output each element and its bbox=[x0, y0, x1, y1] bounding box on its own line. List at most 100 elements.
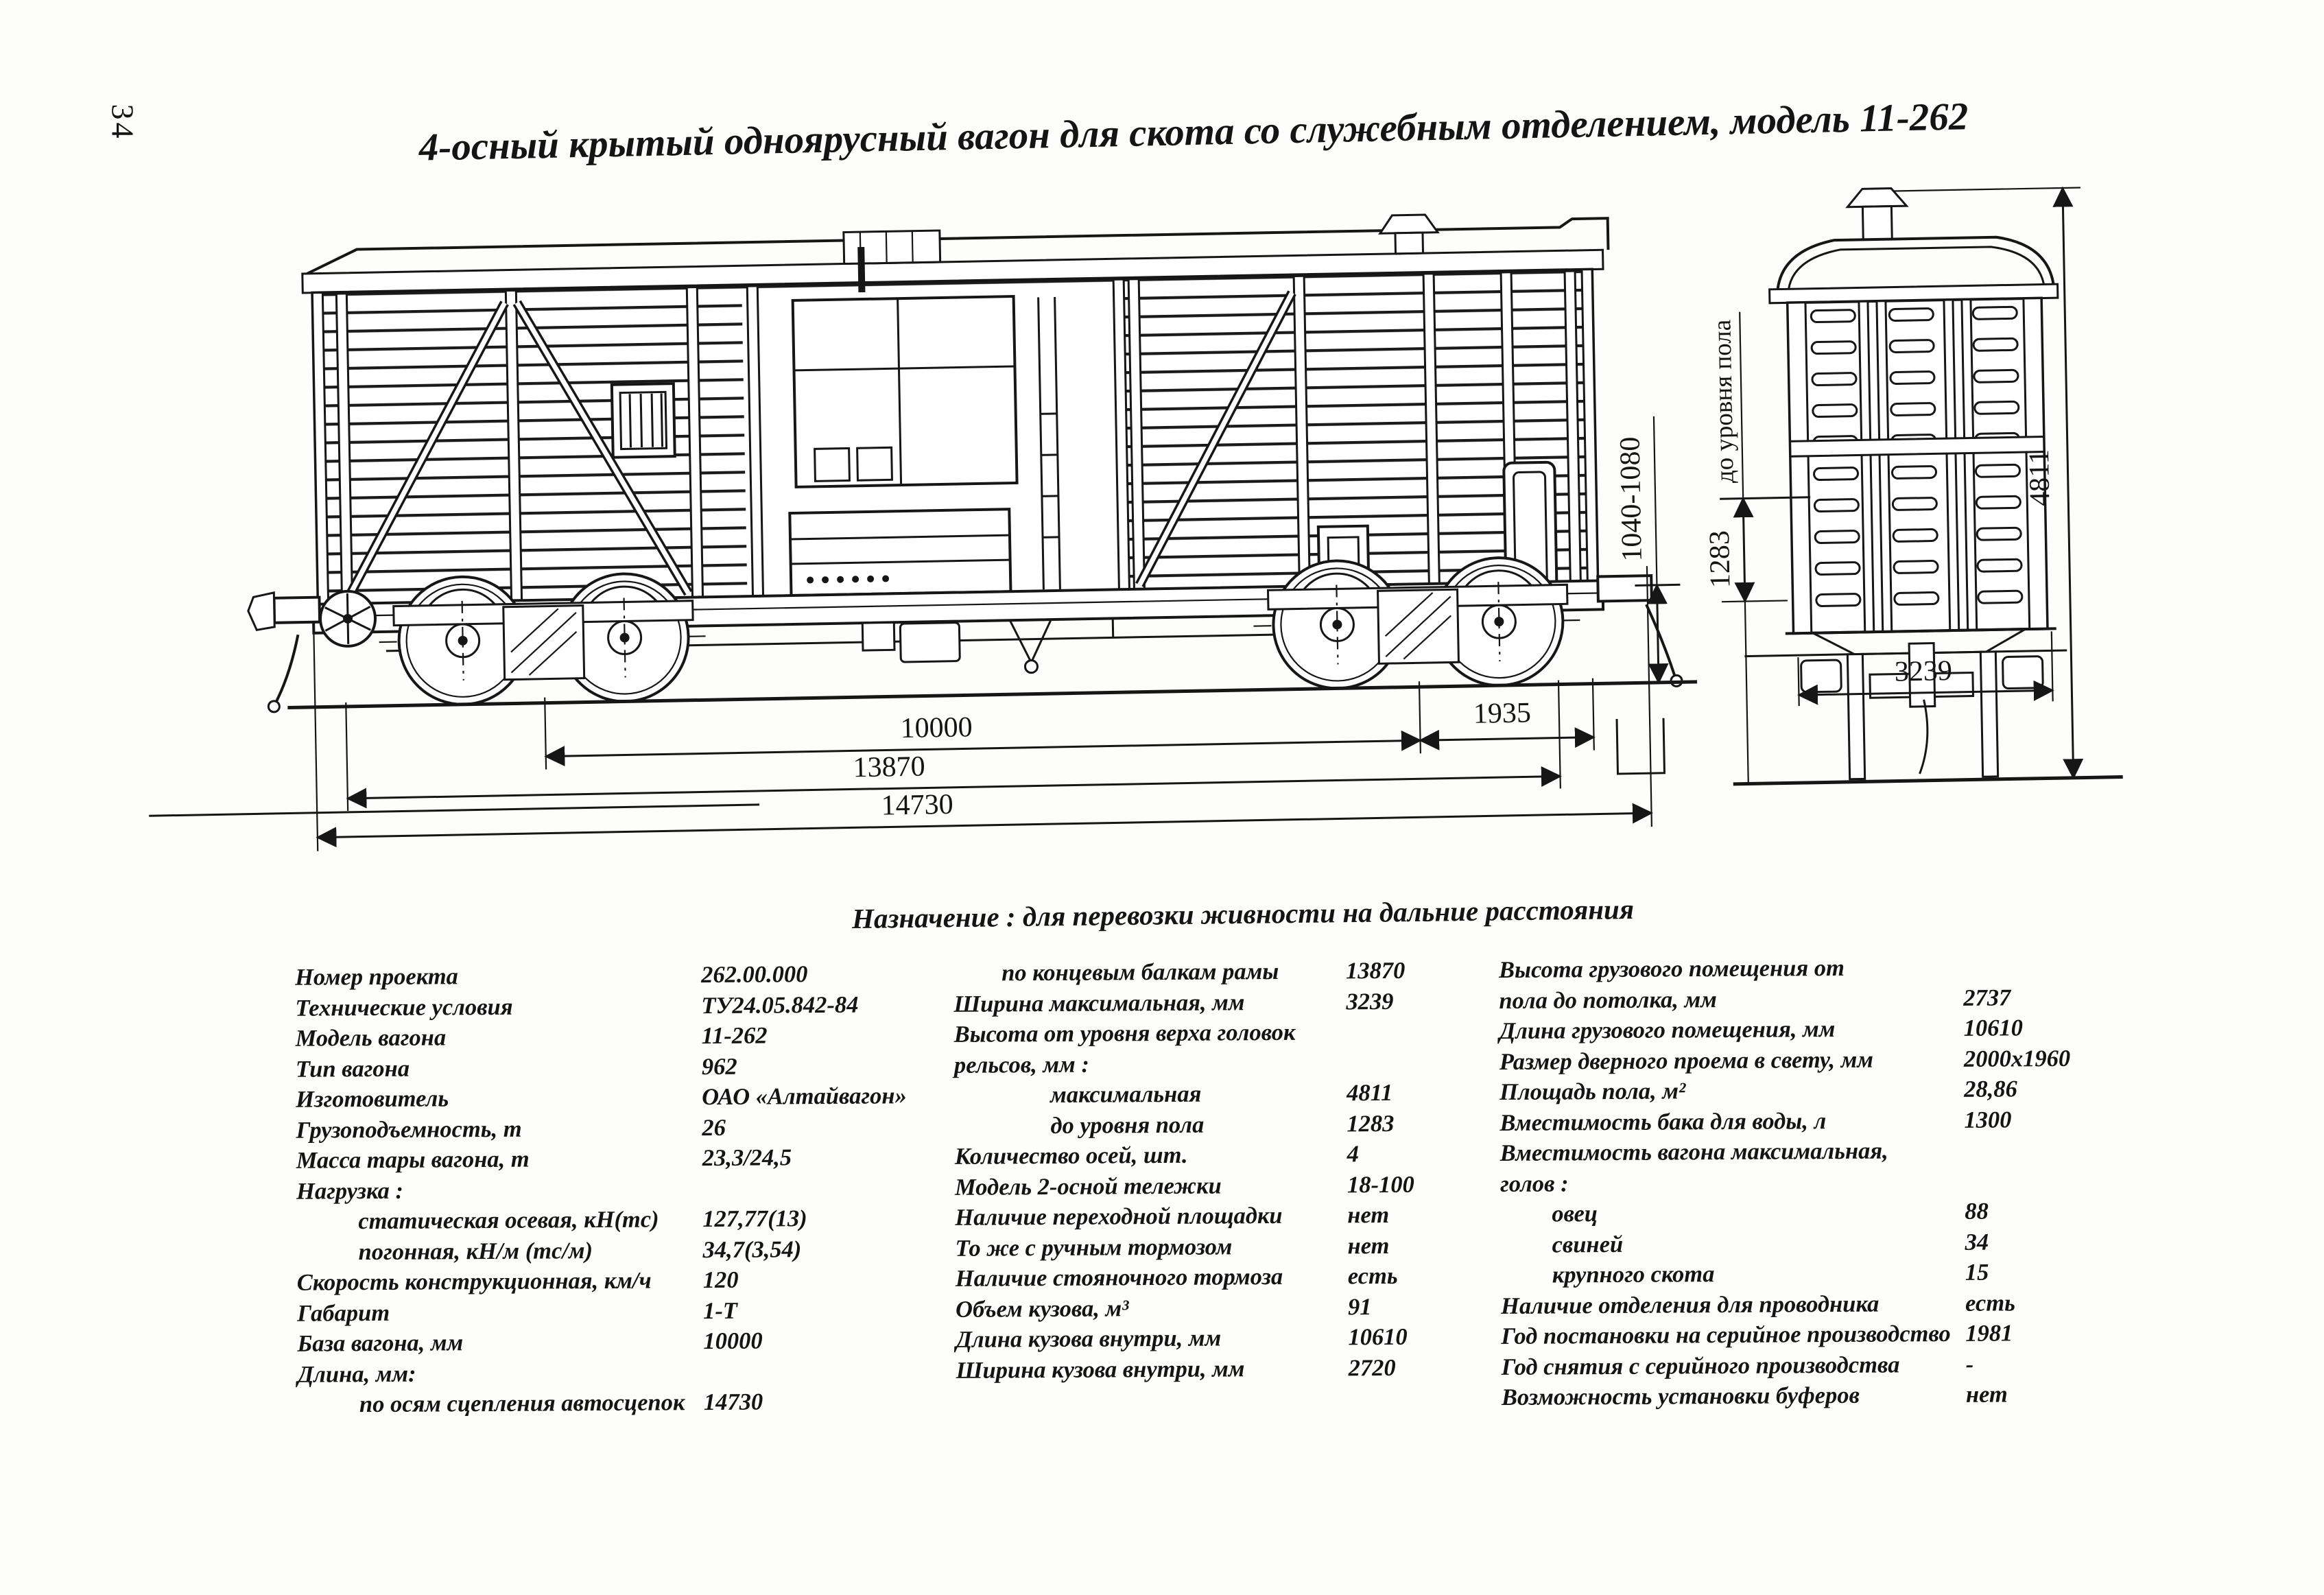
spec-label: максимальная bbox=[1050, 1080, 1202, 1108]
spec-value: 2000x1960 bbox=[1963, 1045, 2071, 1072]
spec-row: Размер дверного проема в свету, мм 2000x1… bbox=[1499, 1043, 2309, 1079]
spec-row: Нагрузка : bbox=[296, 1174, 969, 1208]
dim-floor-height: 1283 bbox=[1704, 530, 1737, 589]
spec-value: 34 bbox=[1965, 1229, 1989, 1255]
spec-label: Тип вагона bbox=[295, 1055, 410, 1083]
spec-row: крупного скота 15 bbox=[1501, 1257, 2310, 1293]
spec-value: 91 bbox=[1347, 1293, 1372, 1320]
spec-label: Изготовитель bbox=[296, 1085, 449, 1113]
spec-value: 88 bbox=[1965, 1198, 1989, 1225]
spec-label: То же с ручным тормозом bbox=[955, 1233, 1233, 1262]
dim-coupler-height: 1040-1080 bbox=[1614, 436, 1648, 562]
spec-label: Высота грузового помещения от bbox=[1498, 954, 1845, 983]
spec-value: 1300 bbox=[1964, 1106, 2012, 1133]
spec-label: Длина грузового помещения, мм bbox=[1499, 1016, 1836, 1044]
spec-value: 120 bbox=[702, 1266, 739, 1294]
dim-wheelbase: 10000 bbox=[900, 711, 973, 744]
spec-row: Изготовитель ОАО «Алтайвагон» bbox=[296, 1083, 968, 1117]
spec-label: до уровня пола bbox=[1050, 1111, 1205, 1139]
spec-label: Масса тары вагона, т bbox=[296, 1146, 530, 1174]
spec-row: свиней 34 bbox=[1500, 1227, 2310, 1262]
spec-value: 1283 bbox=[1347, 1110, 1395, 1137]
dim-frame-length: 13870 bbox=[853, 751, 925, 783]
spec-value: 10610 bbox=[1963, 1015, 2024, 1041]
spec-value: 4811 bbox=[1347, 1079, 1393, 1107]
vent-grille bbox=[610, 382, 676, 459]
spec-value: - bbox=[1965, 1351, 1974, 1378]
spec-label: Количество осей, шт. bbox=[954, 1142, 1188, 1170]
spec-row: Масса тары вагона, т 23,3/24,5 bbox=[296, 1144, 969, 1178]
spec-value: 11-262 bbox=[701, 1022, 768, 1050]
spec-label: погонная, кН/м (тс/м) bbox=[358, 1237, 593, 1265]
spec-value: 26 bbox=[702, 1114, 726, 1141]
spec-row: пола до потолка, мм 2737 bbox=[1499, 982, 2308, 1018]
spec-label: Длина, мм: bbox=[297, 1360, 416, 1388]
end-view bbox=[1733, 187, 2123, 786]
spec-value: есть bbox=[1965, 1289, 2015, 1316]
spec-value: нет bbox=[1965, 1381, 2008, 1408]
spec-row: голов : bbox=[1500, 1166, 2310, 1201]
spec-label: по концевым балкам рамы bbox=[1001, 958, 1279, 986]
spec-label: свиней bbox=[1552, 1231, 1624, 1258]
spec-value: 23,3/24,5 bbox=[702, 1144, 792, 1172]
spec-label: База вагона, мм bbox=[297, 1330, 464, 1357]
spec-label: Номер проекта bbox=[295, 963, 458, 991]
spec-label: Размер дверного проема в свету, мм bbox=[1499, 1046, 1874, 1075]
spec-row: Длина, мм: bbox=[298, 1357, 970, 1391]
spec-value: 28,86 bbox=[1964, 1076, 2017, 1102]
spec-row: Модель вагона 11-262 bbox=[296, 1021, 968, 1056]
spec-row: статическая осевая, кН(тс)127,77(13) bbox=[296, 1205, 969, 1239]
spec-value: 2720 bbox=[1348, 1354, 1396, 1381]
dim-max-width: 3239 bbox=[1894, 655, 1952, 688]
spec-label: рельсов, мм : bbox=[953, 1051, 1089, 1078]
end-roof-vent-icon bbox=[1845, 187, 1909, 241]
spec-label: по осям сцепления автосцепок bbox=[359, 1389, 685, 1418]
spec-label: пола до потолка, мм bbox=[1499, 986, 1717, 1014]
roof-line bbox=[306, 217, 1610, 275]
spec-row: погонная, кН/м (тс/м)34,7(3,54) bbox=[296, 1235, 969, 1269]
spec-value: нет bbox=[1347, 1232, 1390, 1259]
spec-label: голов : bbox=[1499, 1170, 1569, 1197]
spec-value: 14730 bbox=[703, 1389, 763, 1416]
dim-floor-label: до уровня пола bbox=[1708, 320, 1739, 484]
spec-label: крупного скота bbox=[1552, 1261, 1715, 1288]
dim-bogie-to-end: 1935 bbox=[1473, 697, 1531, 730]
spec-row: Вместимость вагона максимальная, bbox=[1500, 1135, 2310, 1171]
spec-value: 15 bbox=[1965, 1259, 1989, 1286]
spec-value: 10000 bbox=[703, 1327, 763, 1355]
spec-label: Нагрузка : bbox=[296, 1177, 404, 1205]
spec-label: Год снятия с серийного производства bbox=[1501, 1351, 1900, 1380]
roof-hatch bbox=[842, 229, 942, 265]
rail-line bbox=[287, 680, 1698, 710]
spec-row: Высота грузового помещения от bbox=[1499, 952, 2308, 988]
spec-value: 18-100 bbox=[1347, 1171, 1414, 1198]
spec-value: 2737 bbox=[1963, 984, 2011, 1011]
spec-label: Грузоподъемность, т bbox=[296, 1115, 522, 1144]
roof-vent-icon bbox=[1378, 213, 1440, 255]
spec-label: статическая осевая, кН(тс) bbox=[358, 1206, 659, 1235]
spec-row: Длина грузового помещения, мм 10610 bbox=[1499, 1013, 2309, 1049]
brake-handwheel-icon bbox=[319, 589, 377, 648]
brake-cylinder bbox=[899, 622, 961, 663]
spec-value: ОАО «Алтайвагон» bbox=[702, 1083, 907, 1111]
spec-label: Модель вагона bbox=[295, 1024, 447, 1052]
spec-value: 10610 bbox=[1348, 1323, 1408, 1351]
spec-label: Объем кузова, м³ bbox=[955, 1295, 1129, 1323]
spec-label: Технические условия bbox=[295, 993, 513, 1021]
spec-label: Длина кузова внутри, мм bbox=[956, 1325, 1222, 1353]
end-dimensions: 4811 до уровня пола 1283 3239 bbox=[1704, 186, 2094, 784]
spec-value: ТУ24.05.842-84 bbox=[701, 991, 859, 1019]
spec-row: Год снятия с серийного производства - bbox=[1502, 1349, 2311, 1384]
spec-label: Ширина максимальная, мм bbox=[953, 989, 1245, 1017]
spec-row: Грузоподъемность, т 26 bbox=[296, 1113, 968, 1147]
spec-row: по осям сцепления автосцепок 14730 bbox=[298, 1388, 970, 1422]
